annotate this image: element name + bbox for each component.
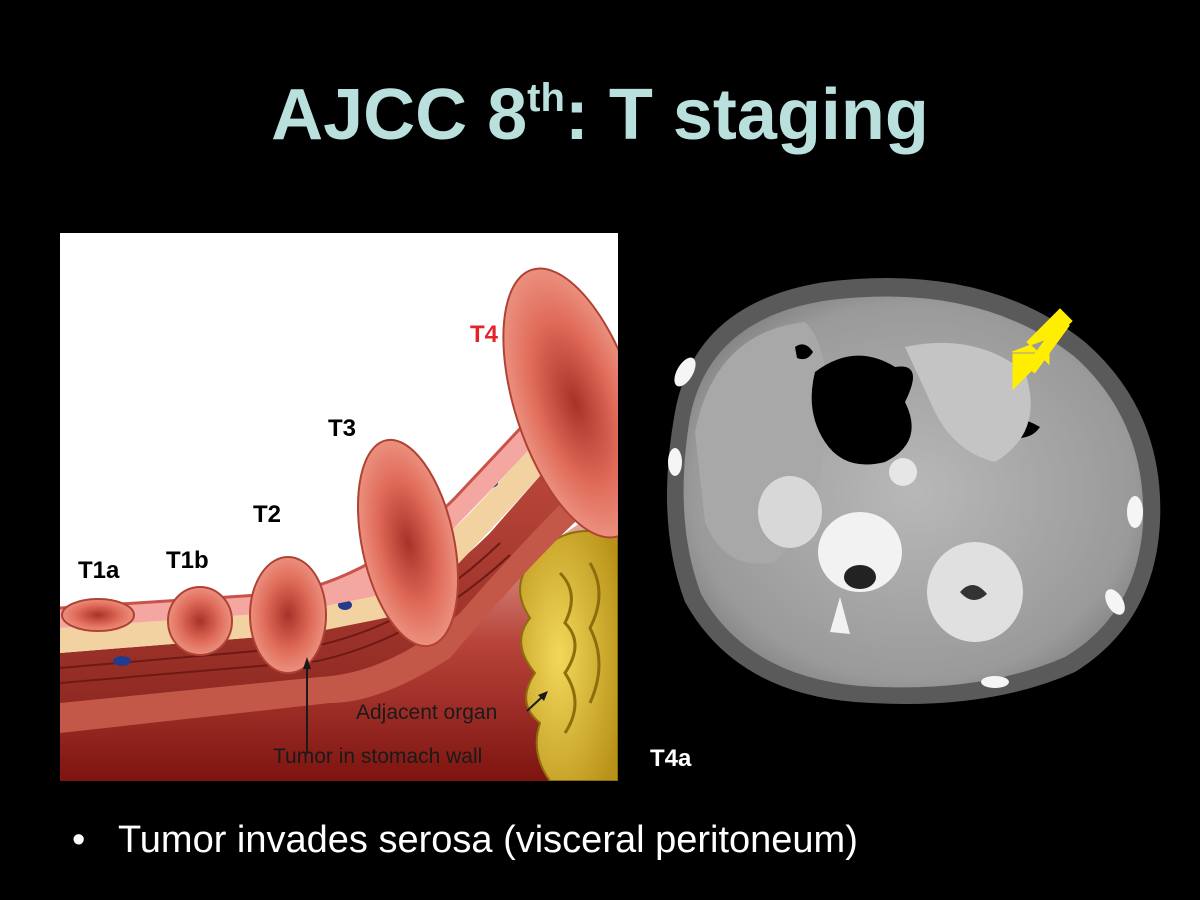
arrow-icon xyxy=(1011,308,1073,391)
bullet-marker: • xyxy=(72,819,86,861)
ct-spinal-canal xyxy=(844,565,876,589)
stage-label-t3: T3 xyxy=(328,415,357,442)
ct-rib-5 xyxy=(981,676,1009,688)
ct-vertebra xyxy=(818,512,902,592)
ct-spinous-process xyxy=(830,597,850,634)
ct-aorta xyxy=(889,458,917,486)
stomach-wall-drawing xyxy=(60,267,618,781)
ct-air-pocket-1 xyxy=(795,344,813,360)
tumor-wall-label: Tumor in stomach wall xyxy=(273,745,483,768)
adjacent-organ-pointer-arrowhead xyxy=(538,691,548,701)
ct-rib-1 xyxy=(674,357,696,387)
ct-rib-2 xyxy=(668,448,682,476)
stage-label-t1b: T1b xyxy=(166,547,209,574)
ct-scan-drawing xyxy=(667,278,1161,704)
ct-gastric-wall-thickening xyxy=(905,342,1031,462)
tumor-wall-pointer-arrowhead xyxy=(303,657,311,669)
slide-title: AJCC 8th: T staging xyxy=(0,70,1200,160)
title-prefix: AJCC 8 xyxy=(271,75,528,155)
ct-right-kidney xyxy=(758,476,822,548)
title-suffix: : T staging xyxy=(564,75,929,155)
stage-label-t4: T4 xyxy=(470,321,499,348)
tumor-t2 xyxy=(249,556,327,674)
ct-left-kidney-pelvis xyxy=(960,584,987,601)
stage-label-t1a: T1a xyxy=(78,557,120,584)
tumor-t3 xyxy=(356,438,460,648)
bullet-item: • Tumor invades serosa (visceral peritone… xyxy=(72,818,858,862)
title-superscript: th xyxy=(527,76,565,120)
tumor-t1a xyxy=(61,598,135,632)
ct-stomach-air xyxy=(811,355,913,465)
tumor-t4 xyxy=(502,267,618,539)
adjacent-organ-label: Adjacent organ xyxy=(356,701,498,724)
adjacent-organ-pointer-line xyxy=(526,696,543,712)
ct-rib-4 xyxy=(1105,589,1125,615)
stage-label-t2: T2 xyxy=(253,501,282,528)
tumor-t1b xyxy=(167,586,233,656)
bullet-text: Tumor invades serosa (visceral peritoneu… xyxy=(118,819,858,861)
ct-caption-label: T4a xyxy=(650,745,692,772)
ct-scan-image xyxy=(655,262,1165,712)
ct-rib-3 xyxy=(1127,496,1143,528)
staging-illustration: T1a T1b T2 T3 T4 Adjacent organ Tumor in… xyxy=(60,233,618,781)
